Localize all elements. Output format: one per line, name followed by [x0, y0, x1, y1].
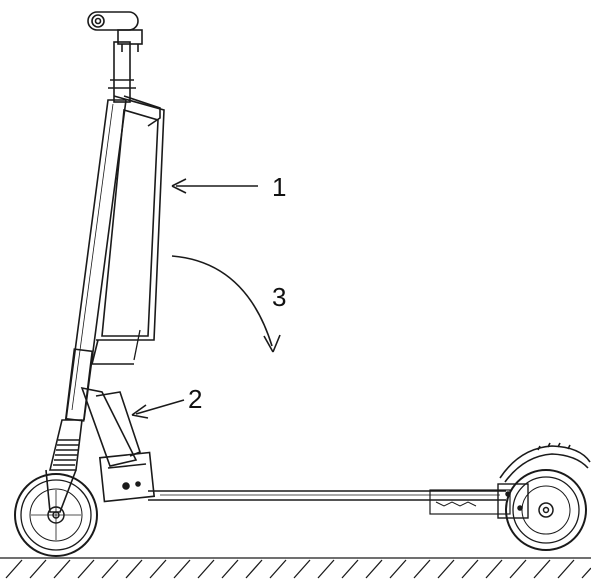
controller-box: [80, 386, 156, 503]
rear-wheel: [505, 469, 587, 551]
battery-pack: [91, 95, 165, 365]
callout-3: 3: [171, 255, 286, 353]
callout-1-arrowhead: [171, 178, 187, 194]
ground-hatching: [5, 559, 591, 579]
front-fork: [45, 419, 83, 513]
callout-2-arrowhead: [131, 404, 149, 419]
rear-fender: [499, 442, 591, 483]
callout-2-label: 2: [188, 384, 202, 414]
rotation-arrow: [171, 255, 273, 347]
rotation-arrowhead: [263, 334, 281, 353]
callout-1: 1: [171, 172, 286, 202]
steering-column: [64, 11, 143, 422]
ground: [0, 557, 591, 579]
callout-2-leader: [135, 399, 185, 415]
front-wheel: [14, 473, 98, 557]
callout-2: 2: [131, 384, 202, 419]
deck: [148, 483, 529, 519]
callout-3-label: 3: [272, 282, 286, 312]
callout-1-label: 1: [272, 172, 286, 202]
